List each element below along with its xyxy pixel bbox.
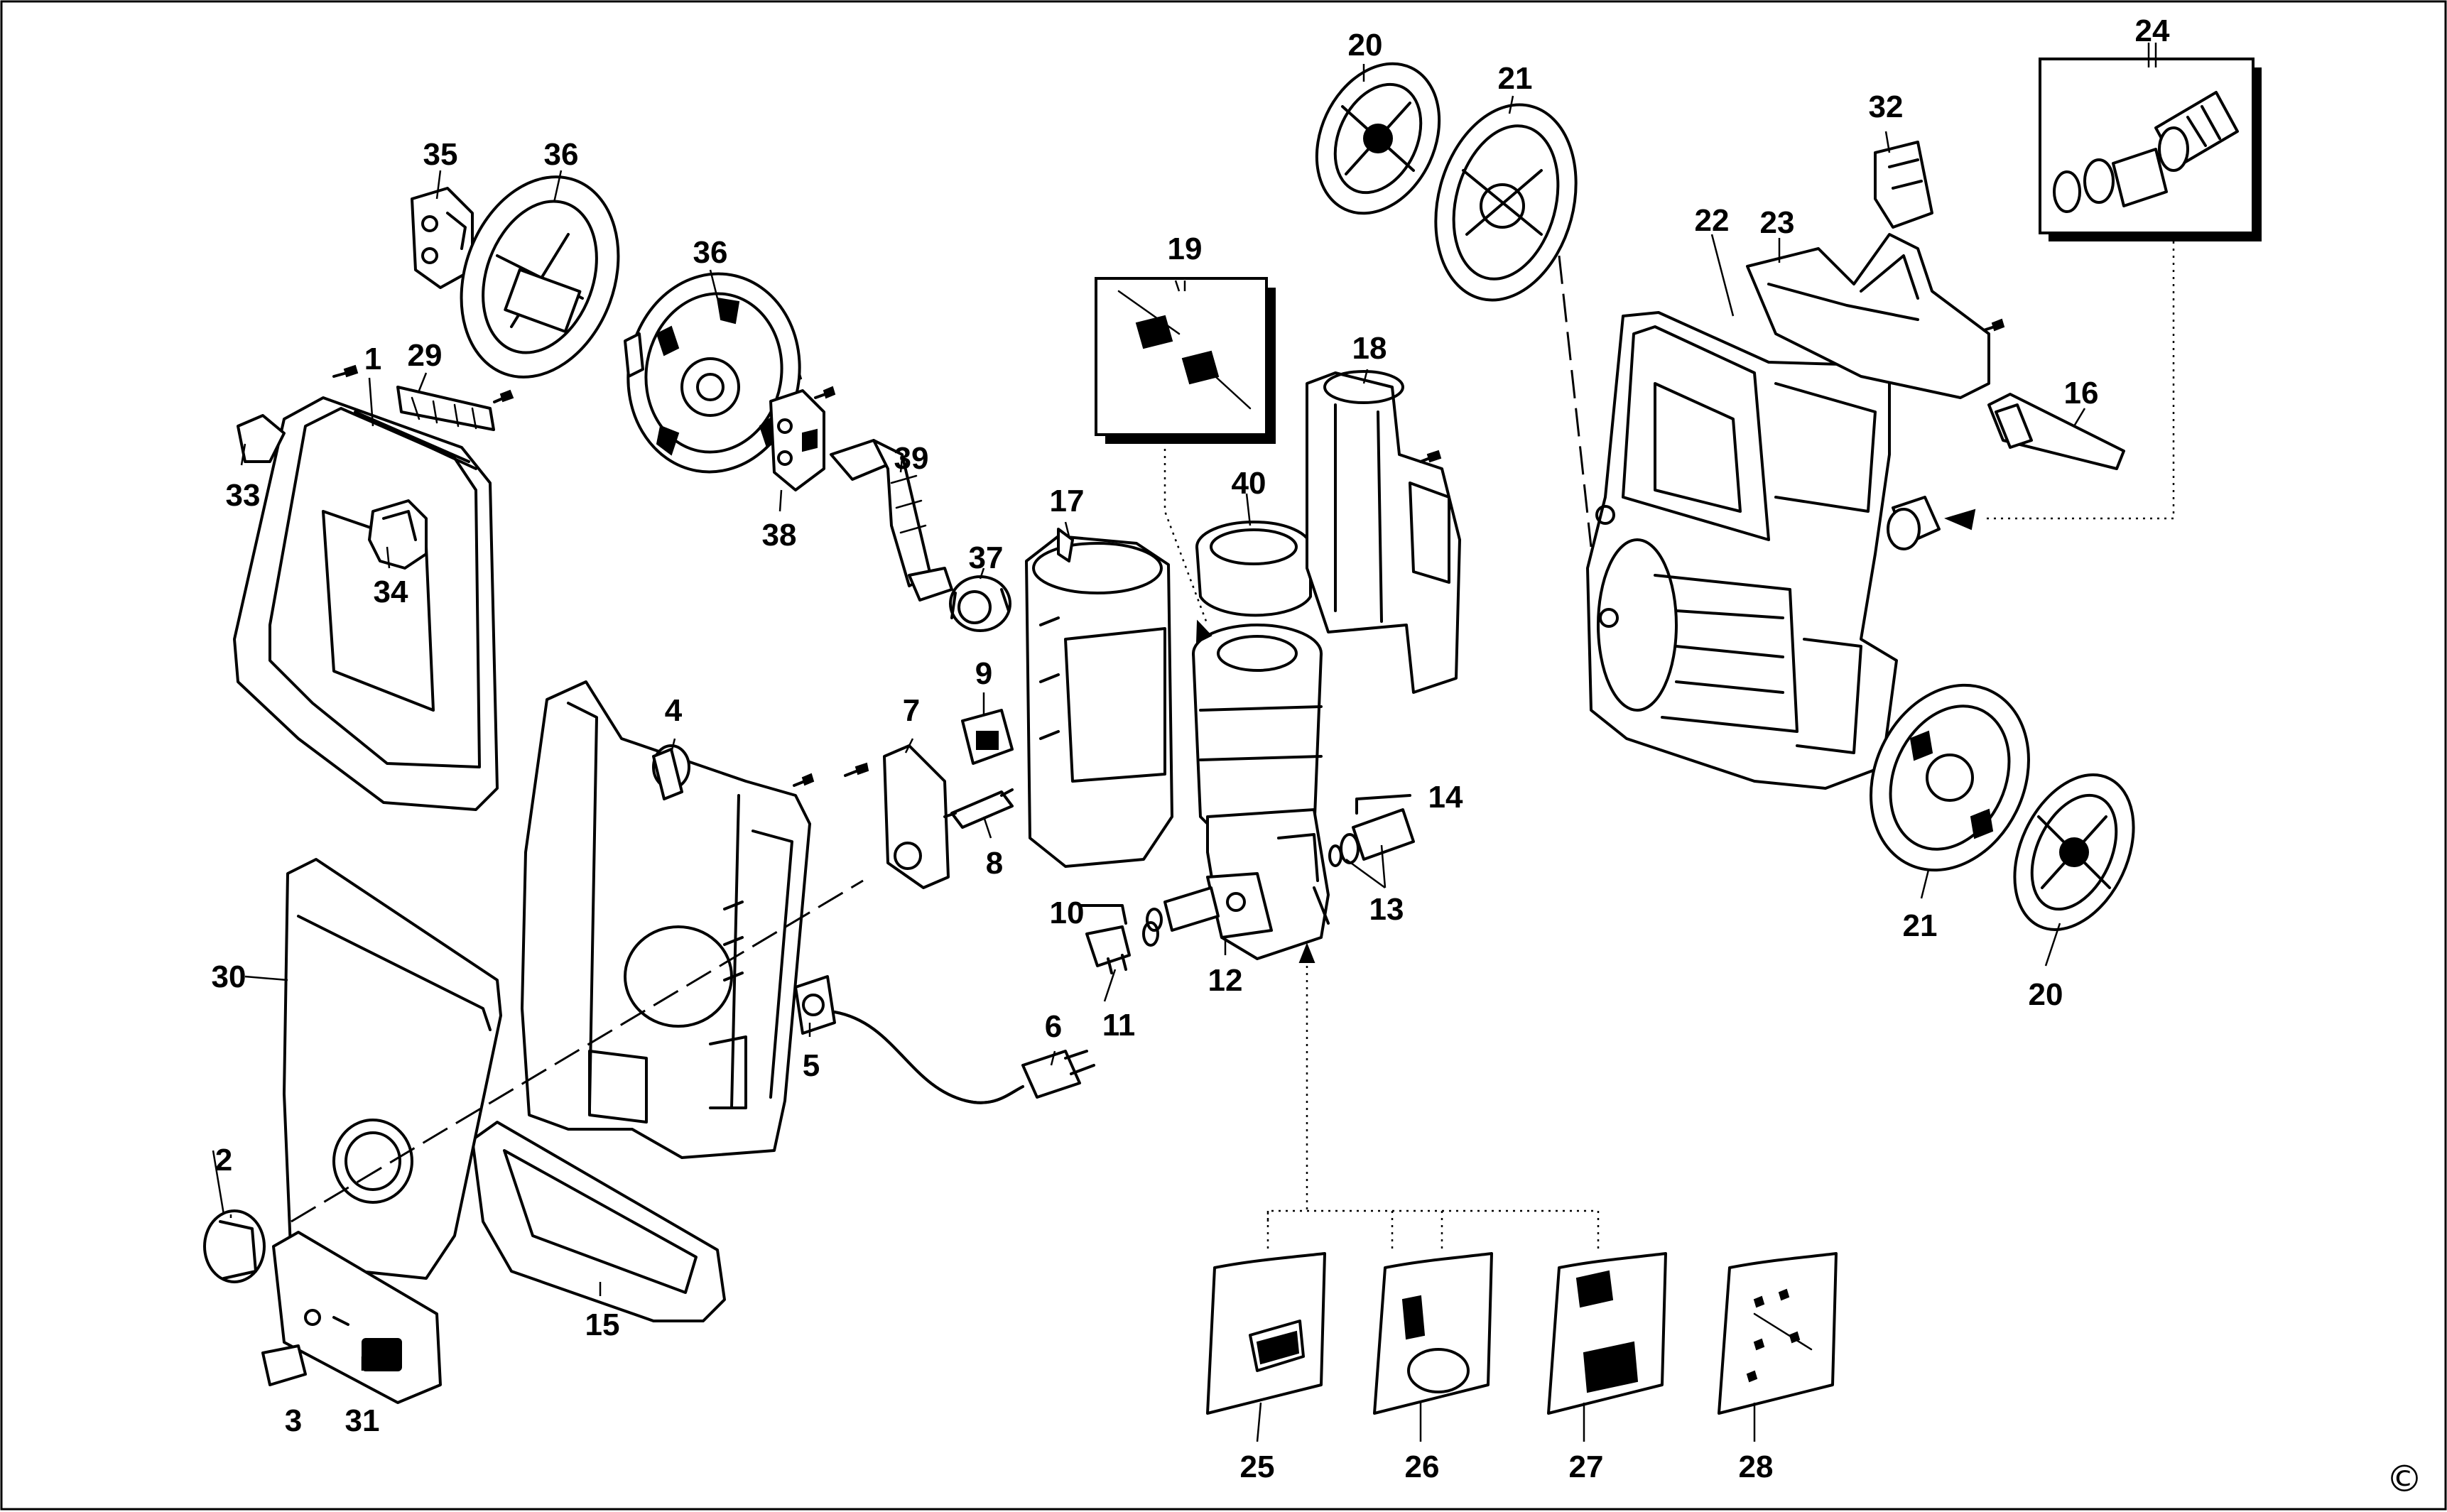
label-5: 5	[803, 1048, 820, 1083]
label-13: 13	[1369, 892, 1404, 927]
label-4: 4	[665, 693, 683, 728]
part-16-strap	[1987, 393, 2125, 470]
part-38-bracket	[769, 389, 825, 491]
part-20-hubcap-bottom	[2013, 773, 2135, 931]
part-34-clip	[368, 499, 428, 570]
label-14: 14	[1428, 780, 1463, 815]
label-1: 1	[364, 342, 381, 376]
part-18-rear-cover	[1306, 370, 1461, 694]
part-12-motor-pump	[1192, 619, 1330, 960]
label-20-top: 20	[1348, 28, 1383, 62]
label-11: 11	[1102, 1008, 1136, 1043]
part-37-knob	[949, 575, 1011, 632]
part-4-main-housing	[521, 680, 811, 1159]
label-20-bottom: 20	[2029, 977, 2063, 1012]
label-29: 29	[408, 338, 443, 373]
part-2-knob	[203, 1209, 266, 1283]
label-36-left: 36	[544, 137, 579, 172]
label-34: 34	[374, 575, 408, 609]
part-31-switch-panel	[272, 1231, 442, 1404]
label-22: 22	[1695, 203, 1730, 238]
part-inlet-fitting	[1146, 886, 1220, 932]
part-labels: 1 2 3 4 5 6 7 8 9 10 11 12 13 14 15 16 1…	[212, 13, 2170, 1484]
part-inlet-connector	[1887, 496, 1976, 550]
label-3: 3	[285, 1403, 302, 1438]
part-32-holder	[1874, 141, 1933, 229]
label-35: 35	[423, 137, 458, 172]
bag-28	[1718, 1252, 1838, 1415]
assembly-line-wheel	[1558, 255, 1593, 548]
part-21-wheel-top	[1434, 103, 1578, 302]
label-23: 23	[1760, 205, 1795, 240]
part-6-power-cord	[833, 1011, 1095, 1104]
label-31: 31	[345, 1403, 380, 1438]
part-19-inset-box	[1095, 277, 1276, 444]
part-40-ring	[1195, 521, 1312, 617]
part-9-switch	[961, 709, 1014, 765]
label-9: 9	[975, 656, 992, 691]
label-36-right: 36	[693, 235, 728, 270]
label-26: 26	[1405, 1450, 1440, 1484]
label-28: 28	[1739, 1450, 1774, 1484]
label-27: 27	[1569, 1450, 1604, 1484]
part-39-crank-handle	[830, 439, 953, 602]
label-21-top: 21	[1498, 61, 1533, 96]
part-22-frame	[1586, 311, 1898, 790]
label-18: 18	[1352, 331, 1387, 366]
part-15-base-handle	[471, 1121, 726, 1322]
bag-26	[1373, 1252, 1493, 1415]
part-5-cable-clamp	[794, 975, 836, 1035]
label-15: 15	[585, 1307, 620, 1342]
label-2: 2	[215, 1143, 232, 1177]
part-29-badge	[396, 386, 495, 431]
part-24-inset-box	[2039, 58, 2262, 241]
copyright-symbol: ©	[2386, 1458, 2423, 1501]
part-20-hubcap-top	[1315, 62, 1441, 215]
label-25: 25	[1240, 1450, 1275, 1484]
label-39: 39	[894, 441, 929, 476]
part-36-reel-rear	[460, 175, 620, 379]
label-40: 40	[1232, 466, 1266, 501]
label-17: 17	[1050, 484, 1085, 518]
bag-group	[1206, 1252, 1838, 1415]
label-33: 33	[226, 478, 261, 513]
label-38: 38	[762, 518, 797, 553]
part-21-wheel-bottom	[1870, 683, 2030, 872]
label-21-bottom: 21	[1903, 908, 1938, 943]
label-12: 12	[1208, 963, 1243, 998]
label-30: 30	[212, 959, 246, 994]
label-16: 16	[2064, 376, 2099, 410]
label-6: 6	[1045, 1009, 1062, 1044]
label-32: 32	[1869, 89, 1904, 124]
part-11-pressure-switch	[1085, 921, 1159, 974]
label-8: 8	[986, 846, 1003, 881]
part-13-outlet-fitting	[1328, 808, 1415, 867]
part-14-clip	[1355, 794, 1411, 815]
part-7-capacitor-board	[793, 744, 950, 889]
part-10-wire	[1078, 904, 1127, 925]
part-35-bracket	[411, 187, 474, 289]
label-19: 19	[1168, 232, 1203, 266]
part-8-fuse	[943, 788, 1014, 829]
part-1-front-panel	[233, 396, 499, 811]
label-24: 24	[2135, 13, 2170, 48]
part-36-reel-front	[624, 272, 801, 474]
assembly-lines	[291, 234, 2175, 1250]
part-23-handle-top	[1746, 233, 2005, 399]
label-10: 10	[1050, 896, 1085, 930]
part-17-motor-housing	[1025, 528, 1173, 868]
leader-lines	[212, 43, 2157, 1442]
label-7: 7	[903, 693, 920, 728]
part-3-clip	[261, 1344, 307, 1386]
part-30-front-cover	[283, 858, 502, 1280]
label-37: 37	[969, 540, 1004, 575]
